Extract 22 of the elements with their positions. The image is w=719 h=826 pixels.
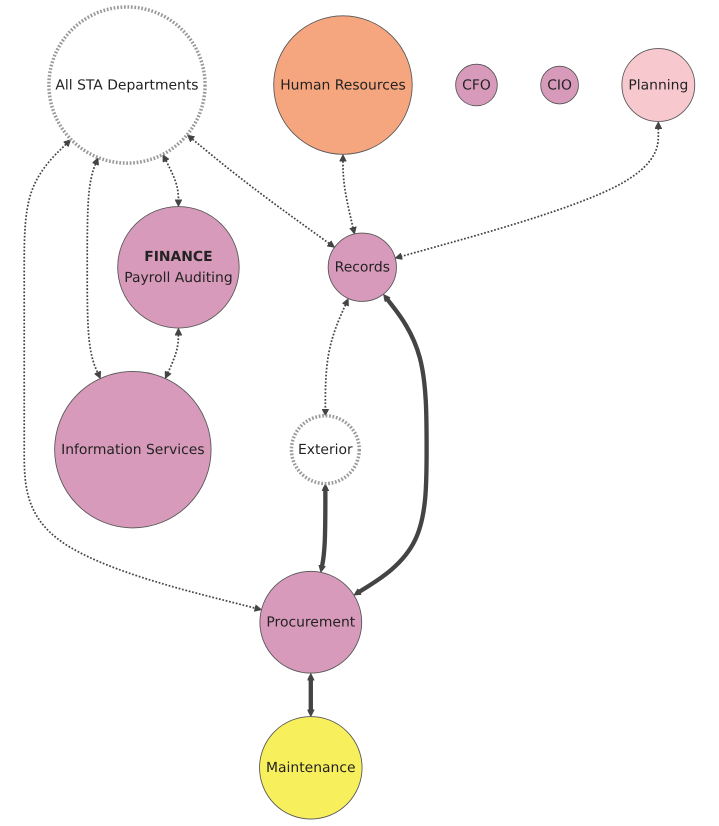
arrow	[318, 484, 330, 573]
node-circle: All STA Departments	[47, 5, 207, 165]
arrow	[306, 673, 315, 717]
node-circle: Planning	[621, 48, 696, 122]
node-circle: FINANCE Payroll Auditing	[117, 206, 240, 328]
arrow	[164, 328, 182, 379]
node-circle: CIO	[540, 66, 579, 104]
arrow	[394, 121, 662, 260]
arrow	[187, 134, 335, 248]
node-circle: Exterior	[290, 414, 361, 486]
node-circle: Records	[328, 232, 397, 302]
arrow	[354, 294, 429, 596]
node-circle: Human Resources	[273, 15, 413, 155]
arrow	[23, 139, 262, 612]
arrow	[339, 154, 357, 234]
arrow	[86, 158, 101, 379]
arrow	[162, 154, 182, 207]
node-circle: Procurement	[259, 570, 362, 674]
node-circle: Information Services	[54, 371, 212, 528]
arrow	[322, 298, 349, 416]
node-circle: CFO	[455, 64, 498, 106]
node-circle: Maintenance	[259, 716, 362, 820]
